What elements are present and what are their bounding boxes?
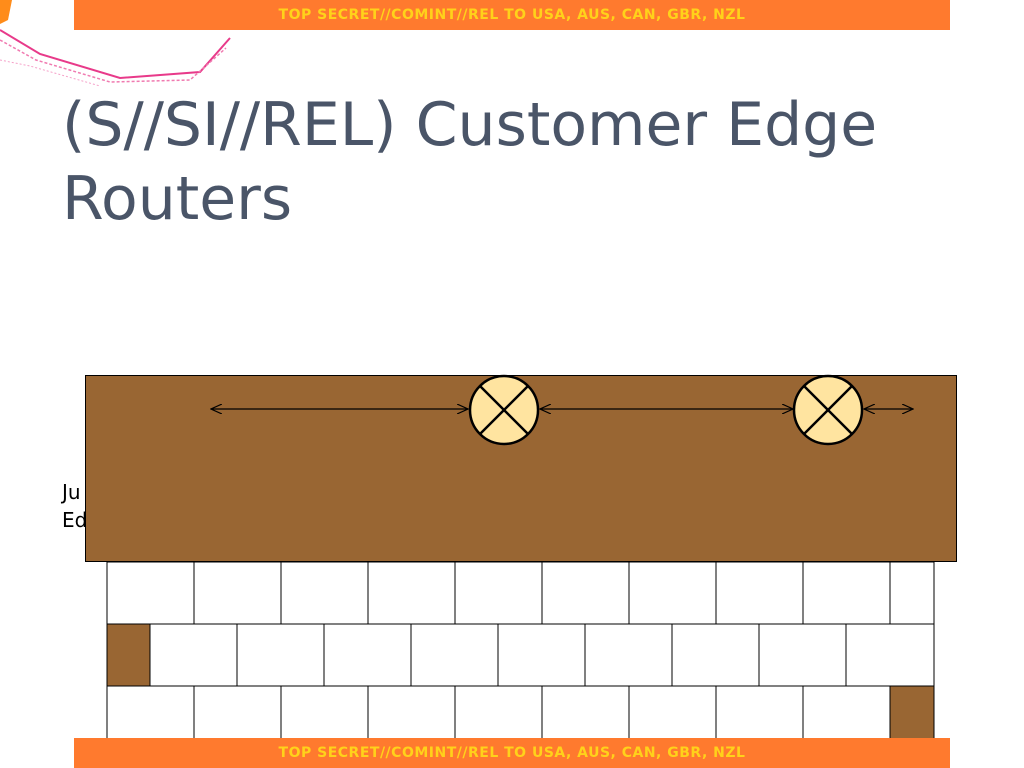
router-icon [468, 374, 540, 446]
side-label-line1: Ju [62, 480, 81, 504]
side-label: Ju Ed [62, 478, 87, 534]
classification-banner-bottom: TOP SECRET//COMINT//REL TO USA, AUS, CAN… [74, 738, 950, 768]
corner-decoration [0, 0, 231, 87]
slide-title: (S//SI//REL) Customer Edge Routers [62, 90, 878, 234]
classification-banner-top: TOP SECRET//COMINT//REL TO USA, AUS, CAN… [74, 0, 950, 30]
router-icon [792, 374, 864, 446]
side-label-line2: Ed [62, 508, 88, 532]
